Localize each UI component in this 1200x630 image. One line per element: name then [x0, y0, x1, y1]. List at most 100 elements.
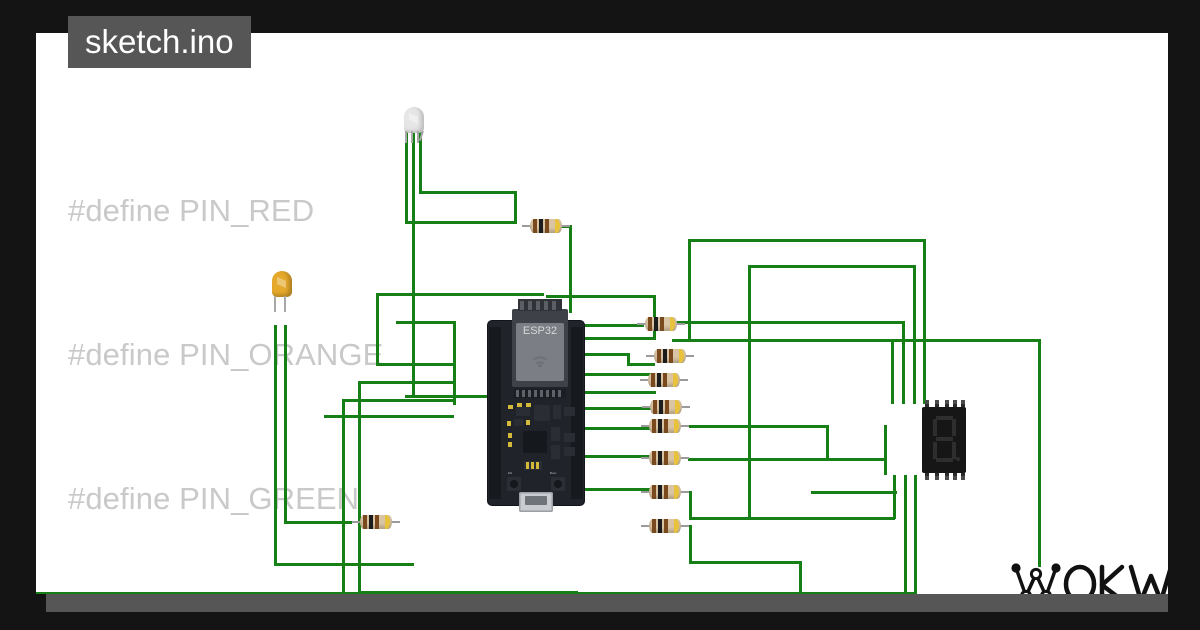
wire[interactable] [342, 399, 454, 402]
resistor[interactable] [641, 519, 689, 533]
wire[interactable] [826, 425, 829, 460]
en-button-label: EN [508, 471, 513, 475]
wire[interactable] [36, 592, 916, 594]
display-pin [935, 400, 939, 407]
wire[interactable] [358, 381, 454, 384]
wire[interactable] [1038, 339, 1041, 567]
resistor[interactable] [522, 219, 570, 233]
wire[interactable] [627, 353, 630, 365]
file-tab-sketch-ino[interactable]: sketch.ino [68, 16, 251, 68]
wire[interactable] [748, 265, 751, 517]
wire[interactable] [689, 561, 801, 564]
resistor[interactable] [637, 317, 685, 331]
wire[interactable] [546, 391, 656, 394]
wire[interactable] [546, 295, 656, 298]
esp32-devkit-board[interactable]: ESP32 [488, 299, 584, 512]
wire[interactable] [799, 561, 802, 594]
resistor[interactable] [641, 485, 689, 499]
wire[interactable] [412, 128, 415, 398]
wire[interactable] [688, 458, 828, 461]
wire[interactable] [627, 363, 655, 366]
diagram-canvas[interactable]: #define PIN_RED #define PIN_ORANGE #defi… [36, 33, 1168, 594]
wire[interactable] [546, 488, 656, 491]
wire[interactable] [558, 324, 644, 327]
code-line: #define PIN_RED [68, 193, 315, 228]
resistor[interactable] [641, 451, 689, 465]
wire[interactable] [405, 221, 517, 224]
wire[interactable] [569, 225, 572, 313]
rgb-led[interactable] [402, 107, 426, 143]
resistor[interactable] [352, 515, 400, 529]
boot-button[interactable] [551, 477, 565, 491]
wire[interactable] [672, 321, 904, 324]
wire[interactable] [696, 339, 1040, 342]
smd-component [508, 405, 513, 409]
wire[interactable] [546, 427, 656, 430]
wire[interactable] [419, 191, 517, 194]
wire[interactable] [376, 293, 544, 296]
display-pin [935, 473, 939, 480]
smd-component [551, 427, 560, 441]
wire[interactable] [689, 517, 895, 520]
resistor[interactable] [646, 349, 694, 363]
wire[interactable] [884, 425, 887, 475]
segment-a [936, 416, 953, 420]
wire[interactable] [419, 128, 422, 193]
wire[interactable] [689, 425, 829, 428]
wire[interactable] [891, 339, 894, 404]
wire[interactable] [902, 321, 905, 404]
smd-component [536, 462, 539, 469]
wire[interactable] [396, 321, 456, 324]
wire[interactable] [688, 239, 691, 339]
wire[interactable] [284, 325, 287, 523]
segment-f [933, 419, 937, 436]
wire[interactable] [546, 337, 656, 340]
wire[interactable] [913, 265, 916, 404]
wire[interactable] [405, 395, 515, 398]
wire[interactable] [274, 325, 277, 565]
wire[interactable] [358, 381, 361, 593]
wire[interactable] [689, 525, 692, 563]
smd-component [553, 405, 561, 419]
smd-component [526, 420, 530, 425]
smd-component [514, 419, 523, 426]
display-pin [945, 400, 949, 407]
smd-component [508, 442, 512, 447]
wire[interactable] [405, 128, 408, 223]
wire[interactable] [324, 415, 454, 418]
wire[interactable] [893, 475, 896, 519]
wokwi-logo [1010, 554, 1168, 594]
resistor[interactable] [642, 400, 690, 414]
segment-d [936, 458, 953, 462]
display-pin [925, 473, 929, 480]
orange-led[interactable] [270, 271, 294, 312]
boot-button-label: Boot [550, 471, 557, 475]
en-button[interactable] [507, 477, 521, 491]
wire[interactable] [923, 239, 926, 404]
wire[interactable] [546, 353, 630, 356]
resistor[interactable] [641, 419, 689, 433]
wire[interactable] [688, 239, 926, 242]
wire[interactable] [904, 475, 907, 594]
wire[interactable] [284, 521, 352, 524]
wire[interactable] [826, 458, 886, 461]
wire[interactable] [546, 407, 656, 410]
display-pin [961, 473, 965, 480]
display-pin [953, 400, 957, 407]
wire[interactable] [514, 191, 517, 223]
wire[interactable] [376, 363, 454, 366]
wire[interactable] [914, 475, 917, 594]
wire[interactable] [342, 399, 345, 593]
resistor[interactable] [640, 373, 688, 387]
display-pin [953, 473, 957, 480]
segment-b [952, 419, 956, 436]
wire[interactable] [748, 265, 916, 268]
seven-segment-display[interactable] [922, 400, 966, 480]
wire[interactable] [546, 455, 656, 458]
wire[interactable] [811, 491, 897, 494]
wire[interactable] [546, 373, 656, 376]
wire[interactable] [453, 321, 456, 405]
wire[interactable] [376, 293, 379, 365]
smd-component [564, 447, 575, 456]
wire[interactable] [689, 491, 692, 519]
